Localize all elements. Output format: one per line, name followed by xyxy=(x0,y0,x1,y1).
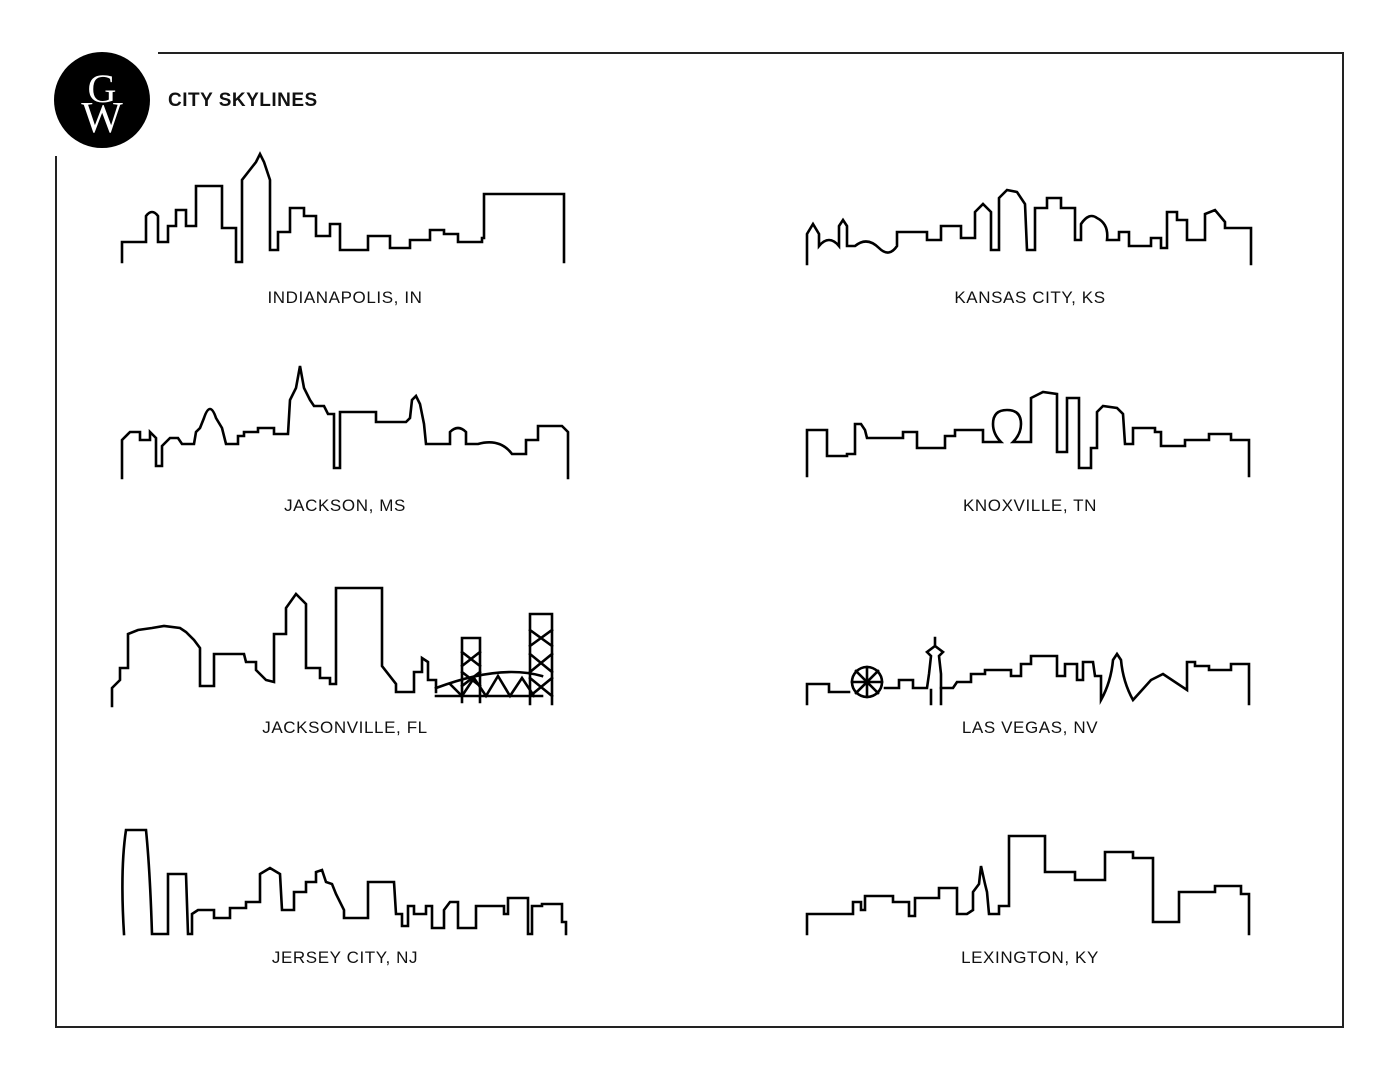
las-vegas-skyline-icon xyxy=(805,636,1251,706)
svg-text:G: G xyxy=(88,66,117,111)
skyline-label: JACKSONVILLE, FL xyxy=(262,718,428,737)
skyline-card-indianapolis: INDIANAPOLIS, IN xyxy=(110,150,580,308)
skyline-label: LEXINGTON, KY xyxy=(961,948,1099,967)
skyline-label: LAS VEGAS, NV xyxy=(961,718,1099,737)
knoxville-skyline-icon xyxy=(805,390,1251,478)
kansas-city-skyline-icon xyxy=(805,188,1253,266)
skyline-card-knoxville: KNOXVILLE, TN xyxy=(795,358,1265,516)
page-frame xyxy=(55,52,1344,1028)
lexington-skyline-icon xyxy=(805,834,1251,936)
skyline-card-las-vegas: LAS VEGAS, NV xyxy=(795,580,1265,738)
svg-text:W: W xyxy=(81,93,123,142)
page-title: CITY SKYLINES xyxy=(168,90,318,111)
logo-container: G W xyxy=(50,48,158,156)
skyline-card-jacksonville: JACKSONVILLE, FL xyxy=(110,580,580,738)
skyline-card-lexington: LEXINGTON, KY xyxy=(795,810,1265,968)
skyline-label: INDIANAPOLIS, IN xyxy=(267,288,423,307)
skyline-card-jersey-city: JERSEY CITY, NJ xyxy=(110,810,580,968)
gw-logo-icon: G W xyxy=(54,52,150,148)
jackson-skyline-icon xyxy=(120,365,570,480)
skyline-card-jackson: JACKSON, MS xyxy=(110,358,580,516)
jersey-city-skyline-icon xyxy=(121,828,568,936)
jacksonville-skyline-icon xyxy=(110,586,554,708)
skyline-label: JACKSON, MS xyxy=(284,496,406,515)
skyline-card-kansas-city: KANSAS CITY, KS xyxy=(795,150,1265,308)
skyline-label: JERSEY CITY, NJ xyxy=(271,948,419,967)
indianapolis-skyline-icon xyxy=(120,151,566,264)
skyline-label: KNOXVILLE, TN xyxy=(962,496,1098,515)
skyline-label: KANSAS CITY, KS xyxy=(954,288,1106,307)
